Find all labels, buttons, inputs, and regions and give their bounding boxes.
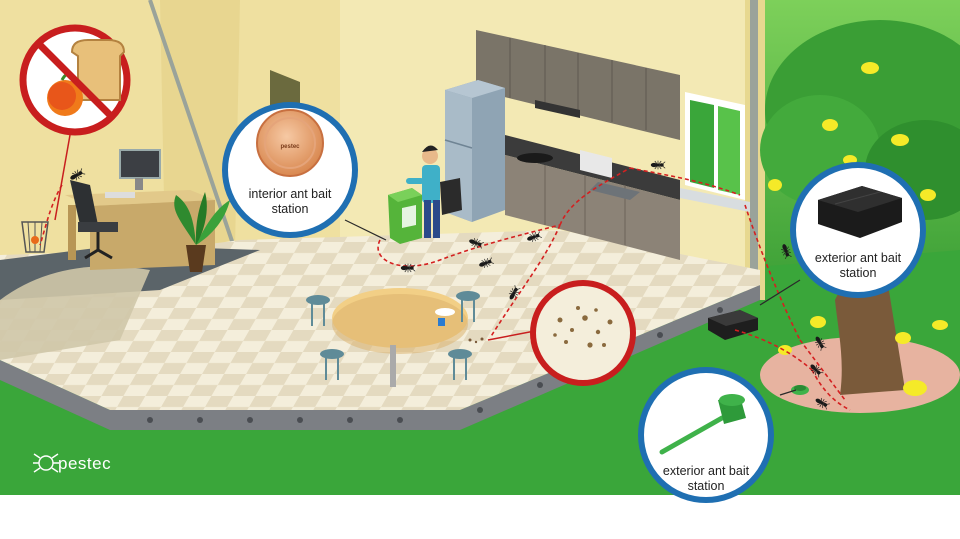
window [680,92,750,212]
dark-bin [440,178,462,215]
wall-column [160,0,240,250]
ant-trails [39,167,851,411]
house-plant [174,192,230,272]
bait-stake-icon [659,394,746,455]
office-chair [70,180,118,260]
exterior-bait-stake [791,385,809,395]
floor-crumbs [468,337,484,344]
no-food-callout [19,24,131,136]
exterior-stake-label-line1: exterior ant bait [663,464,750,478]
exterior-box-label-line1: exterior ant bait [815,251,902,265]
person [406,145,440,238]
sink [590,182,640,200]
brand-name: pestec [58,454,111,473]
exterior-box-label-line2: station [840,266,877,280]
brand-logo: pestec [33,453,111,473]
crumbs-magnifier [530,280,636,386]
exterior-stake-label-line2: station [688,479,725,493]
stools [306,291,480,380]
microwave [580,150,612,178]
exterior-box-callout: exterior ant bait station [790,162,926,298]
interior-bait-icon: pestec [256,109,324,177]
computer-monitor [119,149,161,179]
interior-bait-label-line1: interior ant bait [249,187,332,201]
dining-table [332,288,468,387]
interior-bait-product-label: pestec [280,144,300,150]
lemon-tree [760,20,960,413]
trash-bin [388,188,422,244]
exterior-stake-callout: exterior ant bait station [638,367,774,503]
interior-bait-label-line2: station [272,202,309,216]
callout-connectors [344,219,801,396]
waste-basket [21,221,49,253]
pestec-logo-icon [33,453,59,473]
upper-cabinets [476,30,680,140]
interior-bait-callout: pestec interior ant bait station [222,102,358,238]
bait-box-icon [818,186,902,238]
kitchen-counter [505,135,680,260]
no-food-icon [47,39,126,116]
